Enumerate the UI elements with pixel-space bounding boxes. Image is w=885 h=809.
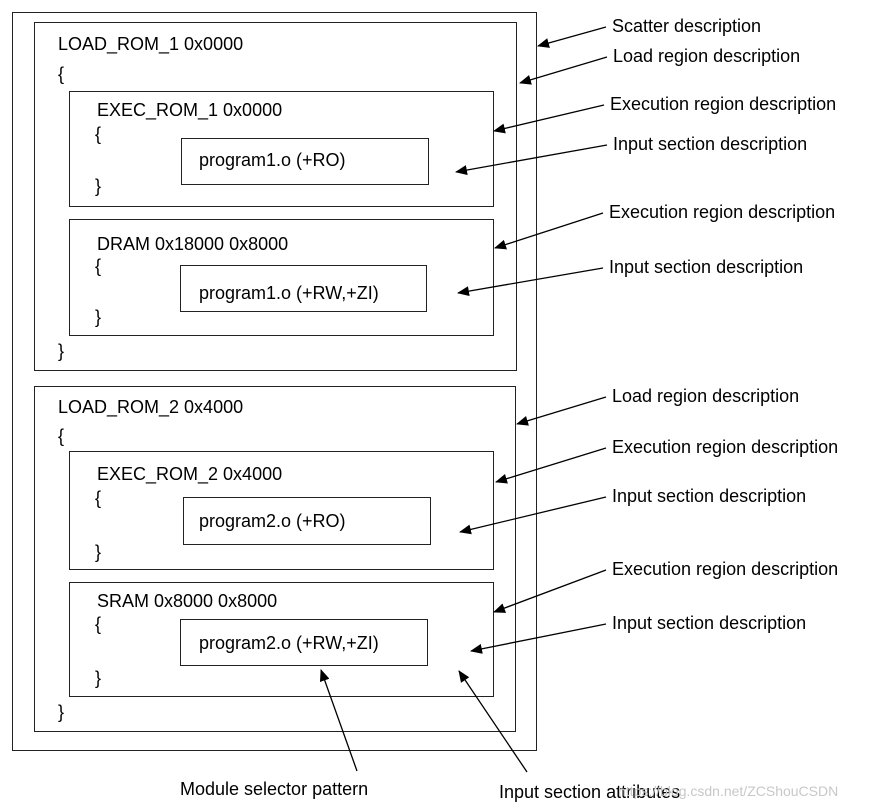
exec-region-2-header: DRAM 0x18000 0x8000	[97, 234, 289, 254]
exec-region-3-open-brace: {	[95, 488, 102, 508]
load-region-1-box	[34, 22, 517, 371]
input-section-4-text: program2.o (+RW,+ZI)	[199, 633, 379, 653]
input-section-2-text: program1.o (+RW,+ZI)	[199, 283, 379, 303]
load-region-2-header: LOAD_ROM_2 0x4000	[58, 397, 244, 417]
arrow-scatter	[537, 26, 607, 48]
load-region-2-open-brace: {	[58, 426, 65, 446]
label-load-region-1: Load region description	[613, 46, 801, 66]
label-exec-region-3: Execution region description	[612, 437, 839, 457]
exec-region-3-header: EXEC_ROM_2 0x4000	[97, 464, 283, 484]
exec-region-2-open-brace: {	[95, 256, 102, 276]
input-section-2-box	[180, 265, 427, 312]
label-input-section-3: Input section description	[612, 486, 807, 506]
load-region-1-open-brace: {	[58, 64, 65, 84]
input-section-3-box	[183, 497, 431, 545]
exec-region-1-header: EXEC_ROM_1 0x0000	[97, 100, 283, 120]
input-section-1-text: program1.o (+RO)	[199, 150, 346, 170]
exec-region-1-open-brace: {	[95, 124, 102, 144]
label-exec-region-1: Execution region description	[610, 94, 837, 114]
exec-region-4-close-brace: }	[95, 668, 102, 688]
watermark: https://blog.csdn.net/ZCShouCSDN	[618, 783, 839, 799]
label-load-region-2: Load region description	[612, 386, 800, 406]
label-input-section-attributes: Input section attributes	[499, 782, 681, 802]
label-module-selector-pattern: Module selector pattern	[180, 779, 369, 799]
label-scatter-description: Scatter description	[612, 16, 762, 36]
exec-region-2-close-brace: }	[95, 307, 102, 327]
scatter-description-box	[12, 12, 537, 751]
exec-region-4-open-brace: {	[95, 614, 102, 634]
load-region-1-close-brace: }	[58, 341, 65, 361]
label-input-section-2: Input section description	[609, 257, 804, 277]
input-section-1-box	[181, 138, 429, 185]
exec-region-4-header: SRAM 0x8000 0x8000	[97, 591, 278, 611]
load-region-2-close-brace: }	[58, 702, 65, 722]
label-input-section-1: Input section description	[613, 134, 808, 154]
label-exec-region-2: Execution region description	[609, 202, 836, 222]
exec-region-3-close-brace: }	[95, 542, 102, 562]
load-region-2-box	[34, 386, 516, 732]
exec-region-1-close-brace: }	[95, 176, 102, 196]
load-region-1-header: LOAD_ROM_1 0x0000	[58, 34, 244, 54]
input-section-3-text: program2.o (+RO)	[199, 511, 346, 531]
label-input-section-4: Input section description	[612, 613, 807, 633]
input-section-4-box	[180, 619, 428, 666]
label-exec-region-4: Execution region description	[612, 559, 839, 579]
